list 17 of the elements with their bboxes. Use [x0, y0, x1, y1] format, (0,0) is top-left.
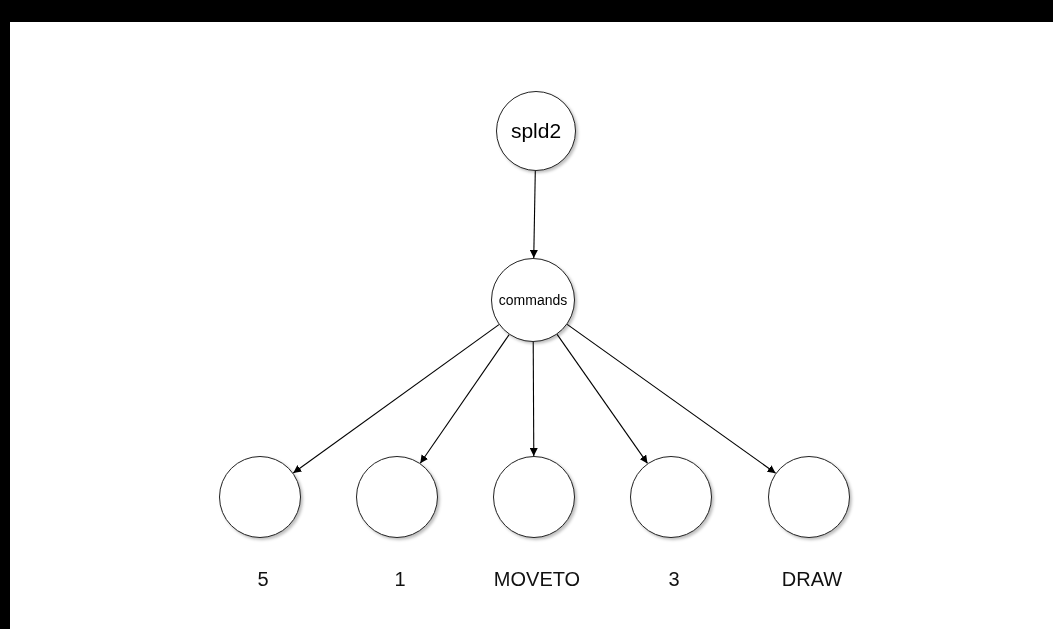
- node-caption: 3: [668, 568, 680, 591]
- arrow: [529, 341, 538, 457]
- node-caption: 1: [394, 568, 406, 591]
- arrow: [419, 334, 510, 464]
- node-caption: 5: [257, 568, 269, 591]
- arrow: [566, 323, 777, 474]
- node-label: commands: [498, 292, 568, 308]
- empty-circle-node: [768, 456, 850, 538]
- node-caption: MOVETO: [493, 568, 581, 591]
- node-label: spld2: [510, 119, 562, 143]
- empty-circle-node: [630, 456, 712, 538]
- arrow: [292, 324, 500, 474]
- arrow: [556, 333, 649, 464]
- node-caption: DRAW: [781, 568, 843, 591]
- empty-circle-node: [356, 456, 438, 538]
- arrow: [529, 170, 538, 259]
- circle-node: [491, 258, 575, 342]
